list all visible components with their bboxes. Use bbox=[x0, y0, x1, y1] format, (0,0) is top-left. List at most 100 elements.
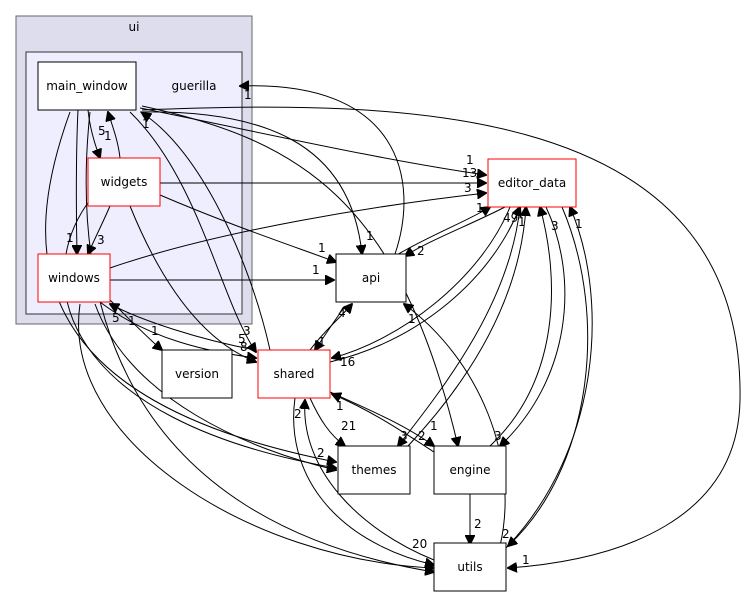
edge-utils-api bbox=[404, 304, 506, 547]
edge-label: 1 bbox=[466, 153, 474, 167]
node-editor-data[interactable]: editor_data bbox=[487, 158, 577, 208]
node-engine-label: engine bbox=[450, 463, 491, 477]
edge-label: 16 bbox=[340, 355, 355, 369]
edge-widgets-shared bbox=[129, 205, 256, 362]
node-windows[interactable]: windows bbox=[37, 253, 111, 303]
edge-shared-themes bbox=[309, 397, 345, 446]
edge-main-window-utils-loop bbox=[141, 106, 741, 568]
edge-shared-editor-data bbox=[329, 207, 520, 363]
edge-label: 21 bbox=[341, 419, 356, 433]
edge-label: 1 bbox=[336, 399, 344, 413]
node-windows-box bbox=[37, 253, 111, 303]
edge-label: 1 bbox=[522, 553, 530, 567]
edge-label: 1 bbox=[66, 231, 74, 245]
edge-utils-editor-data bbox=[505, 207, 593, 549]
node-version-box bbox=[161, 349, 233, 399]
edge-label: 1 bbox=[430, 419, 438, 433]
edge-label: 1 bbox=[142, 117, 150, 131]
edge-label: 2 bbox=[317, 446, 325, 460]
edge-api-shared bbox=[315, 305, 346, 350]
node-themes[interactable]: themes bbox=[337, 445, 411, 495]
edge-main-window-engine bbox=[141, 105, 458, 446]
edge-label: 1 bbox=[318, 335, 326, 349]
edge-editor-data-themes bbox=[398, 206, 521, 446]
node-api-box bbox=[335, 253, 407, 303]
edge-shared-windows bbox=[110, 304, 257, 351]
edge-editor-data-api bbox=[405, 206, 506, 256]
edge-label: 3 bbox=[400, 429, 408, 443]
node-themes-label: themes bbox=[351, 463, 396, 477]
edge-shared-utils bbox=[293, 397, 434, 565]
edge-widgets-main-window bbox=[108, 112, 121, 159]
edge-utils-shared bbox=[305, 400, 435, 561]
edge-label: 3 bbox=[551, 219, 559, 233]
edge-label: 20 bbox=[412, 537, 427, 551]
cluster-guerilla-label: guerilla bbox=[172, 79, 217, 93]
edge-windows-editor-data bbox=[109, 193, 486, 269]
node-editor-data-box bbox=[487, 158, 577, 208]
edge-label: 2 bbox=[502, 527, 510, 541]
edge-main-window-editor-data bbox=[139, 107, 486, 175]
edge-editor-data-engine bbox=[500, 206, 566, 446]
node-shared-box bbox=[257, 349, 331, 399]
edge-editor-data-shared bbox=[332, 206, 511, 358]
edge-windows-utils bbox=[78, 303, 434, 568]
edge-engine-shared bbox=[332, 394, 435, 453]
edge-shared-engine bbox=[329, 391, 434, 446]
node-engine[interactable]: engine bbox=[433, 445, 507, 495]
node-utils-label: utils bbox=[457, 560, 482, 574]
node-widgets-box bbox=[87, 157, 161, 207]
edge-main-window-shared bbox=[129, 111, 256, 352]
edge-label: 5 bbox=[238, 332, 246, 346]
cluster-ui-label: ui bbox=[129, 20, 140, 34]
node-api[interactable]: api bbox=[335, 253, 407, 303]
node-api-label: api bbox=[362, 271, 380, 285]
edge-label: 3 bbox=[243, 324, 251, 338]
edge-label: 4 bbox=[338, 306, 346, 320]
edge-label: 1 bbox=[575, 217, 583, 231]
edge-label: 2 bbox=[294, 407, 302, 421]
node-main-window[interactable]: main_window bbox=[37, 61, 137, 111]
node-widgets-label: widgets bbox=[101, 175, 148, 189]
edge-label: 3 bbox=[97, 233, 105, 247]
edge-label: 1 bbox=[151, 324, 159, 338]
edge-widgets-api bbox=[159, 194, 336, 262]
edge-label: 5 bbox=[98, 124, 106, 138]
edge-windows-themes bbox=[94, 303, 336, 470]
edge-to-guerilla bbox=[240, 86, 405, 255]
node-utils[interactable]: utils bbox=[433, 542, 507, 592]
edge-label: 3 bbox=[494, 429, 502, 443]
edge-label: 1 bbox=[518, 215, 526, 229]
edge-label: 1 bbox=[408, 312, 416, 326]
edge-label: 1 bbox=[476, 201, 484, 215]
edge-label: 5 bbox=[112, 311, 120, 325]
edge-label: 1 bbox=[318, 241, 326, 255]
edge-label: 1 bbox=[128, 314, 136, 328]
edge-label: 1 bbox=[366, 229, 374, 243]
node-themes-box bbox=[337, 445, 411, 495]
edge-label: 13 bbox=[462, 166, 477, 180]
node-main-window-box bbox=[37, 61, 137, 111]
node-widgets[interactable]: widgets bbox=[87, 157, 161, 207]
edge-windows-shared bbox=[99, 301, 256, 358]
edge-engine-editor-data bbox=[489, 207, 553, 447]
node-shared[interactable]: shared bbox=[257, 349, 331, 399]
edge-label: 2 bbox=[474, 517, 482, 531]
edge-editor-data-utils bbox=[508, 206, 589, 546]
edge-main-window-widgets bbox=[87, 109, 100, 158]
edge-label: 49 bbox=[503, 211, 518, 225]
edge-widgets-themes bbox=[63, 199, 336, 468]
node-main-window-label: main_window bbox=[46, 79, 128, 93]
node-version[interactable]: version bbox=[161, 349, 233, 399]
edge-label: 2 bbox=[418, 429, 426, 443]
edge-label: 8 bbox=[240, 340, 248, 354]
edge-windows-version bbox=[109, 299, 162, 350]
node-shared-label: shared bbox=[274, 367, 315, 381]
node-windows-label: windows bbox=[48, 271, 100, 285]
node-engine-box bbox=[433, 445, 507, 495]
nodes: main_window guerilla widgets windows edi… bbox=[37, 61, 577, 592]
edge-main-window-windows bbox=[76, 109, 78, 254]
edge-shared-main-window bbox=[142, 113, 271, 351]
node-version-label: version bbox=[175, 367, 219, 381]
